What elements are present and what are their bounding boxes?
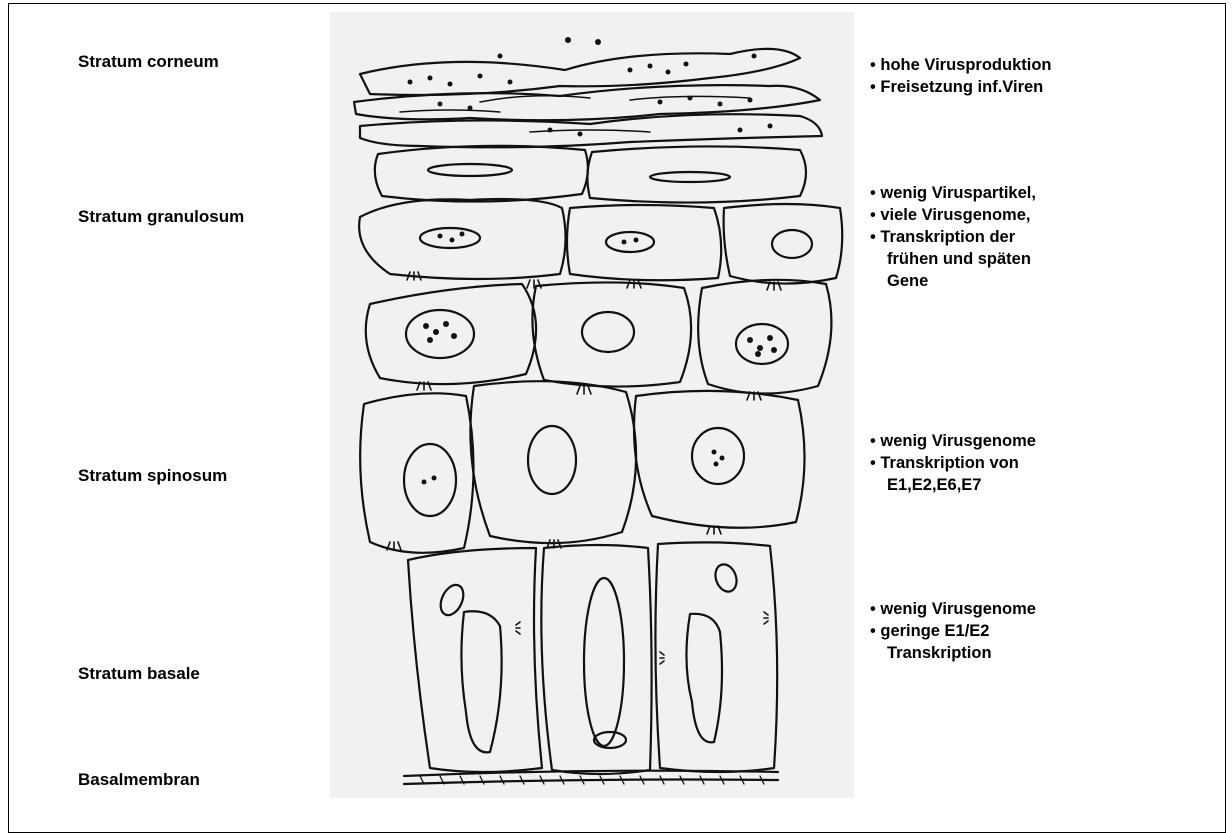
note-line: • wenig Viruspartikel,: [870, 182, 1036, 204]
note-line: E1,E2,E6,E7: [870, 474, 1036, 496]
note-basale: • wenig Virusgenome • geringe E1/E2 Tran…: [870, 598, 1036, 664]
note-line: Gene: [870, 270, 1036, 292]
note-spinosum: • wenig Virusgenome • Transkription von …: [870, 430, 1036, 496]
note-line: • Transkription von: [870, 452, 1036, 474]
label-stratum-granulosum: Stratum granulosum: [78, 207, 244, 227]
label-stratum-corneum: Stratum corneum: [78, 52, 219, 72]
note-line: • Transkription der: [870, 226, 1036, 248]
note-line: Transkription: [870, 642, 1036, 664]
note-granulosum: • wenig Viruspartikel, • viele Virusgeno…: [870, 182, 1036, 292]
epidermis-illustration: [330, 12, 854, 798]
note-line: • viele Virusgenome,: [870, 204, 1036, 226]
note-line: • wenig Virusgenome: [870, 598, 1036, 620]
note-line: • hohe Virusproduktion: [870, 54, 1051, 76]
note-line: • wenig Virusgenome: [870, 430, 1036, 452]
label-basalmembran: Basalmembran: [78, 770, 200, 790]
note-line: • Freisetzung inf.Viren: [870, 76, 1051, 98]
note-line: • geringe E1/E2: [870, 620, 1036, 642]
note-line: frühen und späten: [870, 248, 1036, 270]
note-corneum: • hohe Virusproduktion • Freisetzung inf…: [870, 54, 1051, 98]
label-stratum-spinosum: Stratum spinosum: [78, 466, 227, 486]
label-stratum-basale: Stratum basale: [78, 664, 200, 684]
